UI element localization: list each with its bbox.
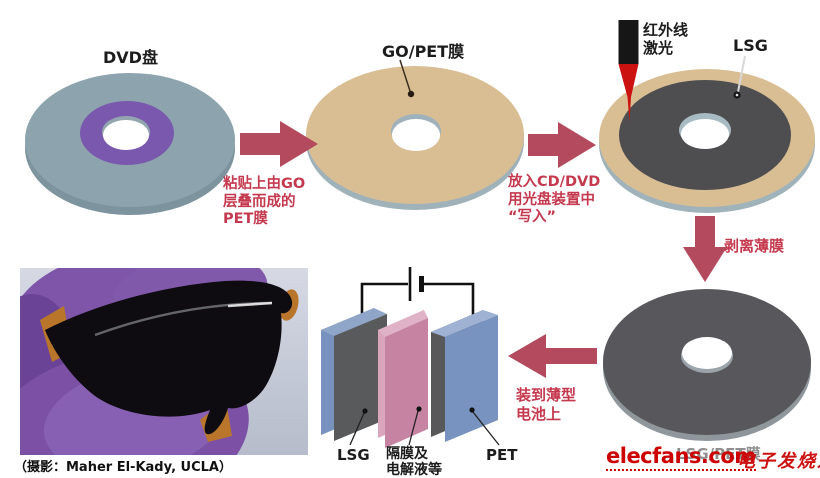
gopet-disc <box>306 59 524 210</box>
assembly-pet-label: PET <box>486 446 518 464</box>
black-film <box>45 280 293 435</box>
step4-line2: 电池上 <box>516 405 562 423</box>
step1-line3: PET膜 <box>223 211 268 227</box>
step2-line1: 放入CD/DVD <box>508 174 601 190</box>
step2-line3: “写入” <box>508 209 557 225</box>
step4-text: 装到薄型 电池上 <box>516 386 576 424</box>
dvd-disc-label: DVD盘 <box>103 48 158 67</box>
laser-label: 红外线 激光 <box>643 21 688 57</box>
cell-assembly <box>321 267 500 448</box>
gopet-disc-label: GO/PET膜 <box>382 42 465 61</box>
assembly-separator-label: 隔膜及 电解液等 <box>386 446 442 478</box>
step1-line1: 粘贴上由GO <box>223 176 306 192</box>
assembly-separator-line2: 电解液等 <box>386 462 442 478</box>
laser-label-line2: 激光 <box>643 39 674 57</box>
gopet-leader-dot <box>407 90 415 98</box>
arrow-right-2 <box>528 122 596 168</box>
electrode-right-pet <box>431 310 498 442</box>
arrow-right-1 <box>240 121 318 167</box>
step4-line1: 装到薄型 <box>516 386 577 404</box>
step2-text: 放入CD/DVD 用光盘装置中 “写入” <box>508 174 600 227</box>
electrode-left-lsg <box>321 308 387 441</box>
assembly-lsg-label: LSG <box>337 446 370 464</box>
step1-line2: 层叠而成的 <box>223 193 296 210</box>
lsgpet-disc-label: LSG/PET膜 <box>676 445 761 463</box>
step1-text: 粘贴上由GO 层叠而成的 PET膜 <box>223 176 305 229</box>
assembly-separator-line1: 隔膜及 <box>386 446 428 462</box>
gopet-leader-line <box>399 59 411 92</box>
laser-beam <box>618 64 639 122</box>
arrow-left <box>508 334 597 378</box>
separator-plate <box>378 310 428 448</box>
lsgpet-disc <box>603 289 811 441</box>
laser-icon <box>618 20 639 122</box>
watermark-slogan: 电子发烧友 <box>737 451 820 472</box>
step3-text: 剥离薄膜 <box>724 237 785 255</box>
lsg-label: LSG <box>733 36 768 55</box>
laser-body <box>618 20 639 64</box>
photo-flexible-film <box>20 268 308 455</box>
photo-caption: （摄影：Maher El-Kady, UCLA） <box>14 460 232 475</box>
watermark-site: elecfans.com <box>606 444 756 471</box>
lsg-disc <box>599 55 815 213</box>
arrow-down <box>683 216 727 282</box>
step2-line2: 用光盘装置中 <box>508 191 595 208</box>
lsg-leader-line <box>737 55 746 93</box>
laser-label-line1: 红外线 <box>643 21 689 39</box>
dvd-disc <box>25 73 235 215</box>
